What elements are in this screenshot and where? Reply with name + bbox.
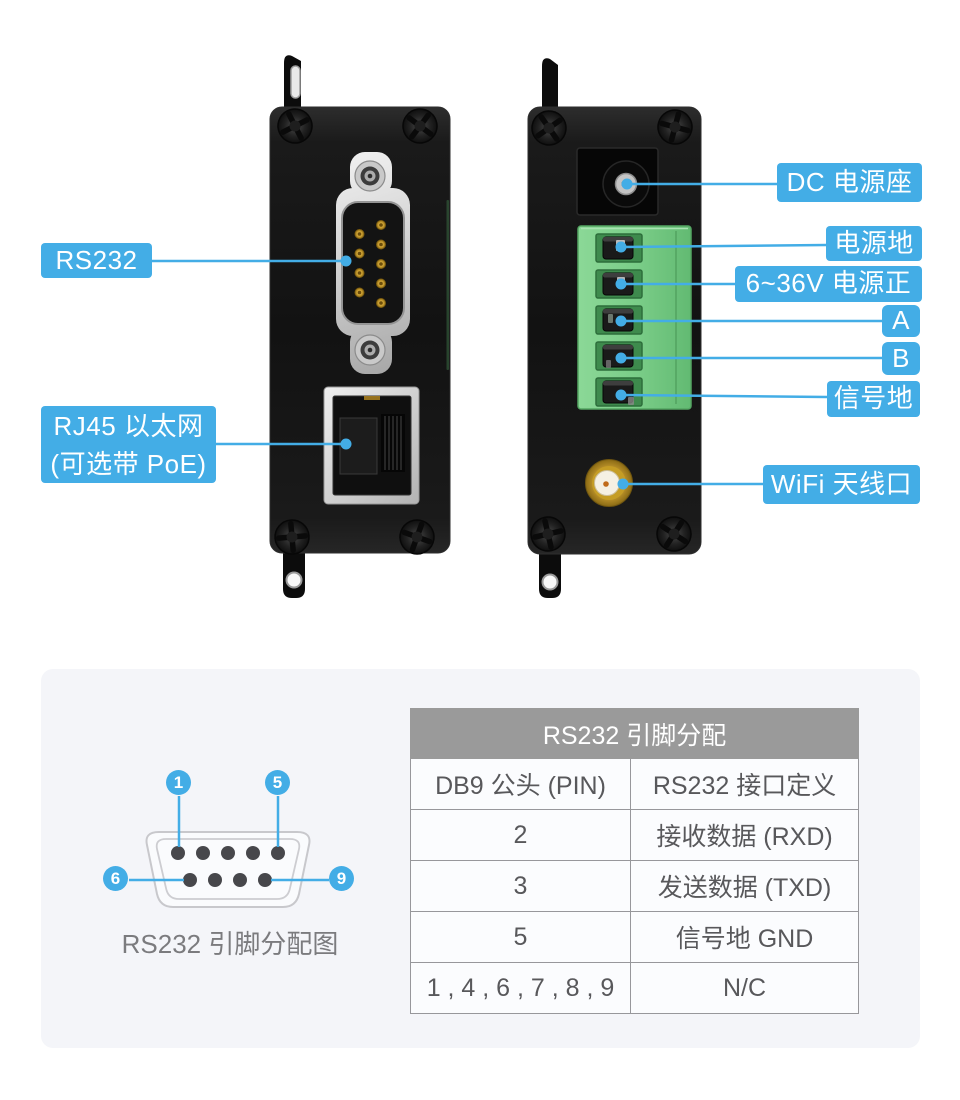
sma-antenna-connector xyxy=(585,459,633,507)
signal-cell: 接收数据 (RXD) xyxy=(629,809,860,861)
db9-connector xyxy=(336,152,410,374)
label-rj45-line2: (可选带 PoE) xyxy=(50,448,207,479)
screw xyxy=(652,104,698,150)
terminal-1 xyxy=(595,233,643,263)
rj45-port xyxy=(323,386,420,505)
label-rs232-text: RS232 xyxy=(55,244,138,275)
label-dc-power-jack: DC 电源座 xyxy=(777,163,922,202)
screw xyxy=(529,108,568,147)
label-power-positive: 6~36V 电源正 xyxy=(735,266,922,302)
mounting-ear-top-left xyxy=(542,58,558,108)
terminal-3 xyxy=(595,305,643,335)
label-wifi-antenna-text: WiFi 天线口 xyxy=(770,468,913,499)
left-panel-body xyxy=(269,106,451,554)
pin-cell: 1 , 4 , 6 , 7 , 8 , 9 xyxy=(410,962,631,1014)
table-header-row: DB9 公头 (PIN) RS232 接口定义 xyxy=(410,758,860,810)
pin-cell: 3 xyxy=(410,860,631,912)
mounting-ear-top-left xyxy=(284,55,301,108)
pin-table-title: RS232 引脚分配 xyxy=(409,708,860,759)
table-row: 3 发送数据 (TXD) xyxy=(410,860,860,912)
screw xyxy=(274,105,317,148)
pin-badge-5: 5 xyxy=(265,770,290,795)
label-terminal-a: A xyxy=(882,305,920,337)
rs232-pin-table: RS232 引脚分配 DB9 公头 (PIN) RS232 接口定义 2 接收数… xyxy=(409,708,860,1014)
screw xyxy=(654,514,694,554)
right-panel-body xyxy=(527,106,702,555)
jackscrew-standoff-top xyxy=(354,160,386,192)
callout-dots xyxy=(340,178,633,490)
terminal-block xyxy=(577,225,692,410)
header-cell-db9: DB9 公头 (PIN) xyxy=(410,758,631,810)
label-wifi-antenna: WiFi 天线口 xyxy=(763,465,920,504)
dc-jack xyxy=(576,147,659,216)
screw xyxy=(525,511,572,558)
db9-pins xyxy=(354,219,387,309)
table-title-row: RS232 引脚分配 xyxy=(409,708,860,759)
table-row: 5 信号地 GND xyxy=(410,911,860,963)
pin-cell: 2 xyxy=(410,809,631,861)
signal-cell: N/C xyxy=(629,962,860,1014)
mounting-ear-bottom-left xyxy=(539,552,561,598)
label-power-ground-text: 电源地 xyxy=(834,227,914,258)
db9-shell xyxy=(341,201,405,325)
label-power-ground: 电源地 xyxy=(826,226,922,261)
label-rs232: RS232 xyxy=(41,243,152,278)
label-terminal-a-text: A xyxy=(892,305,910,336)
label-power-positive-text: 6~36V 电源正 xyxy=(745,268,912,299)
screw xyxy=(268,513,316,561)
label-signal-ground-text: 信号地 xyxy=(833,383,914,414)
pin-cell: 5 xyxy=(410,911,631,963)
pin-badge-1: 1 xyxy=(166,770,191,795)
header-cell-rs232: RS232 接口定义 xyxy=(629,758,860,810)
label-rj45-ethernet: RJ45 以太网 (可选带 PoE) xyxy=(41,406,216,483)
screw xyxy=(394,514,439,559)
terminal-2 xyxy=(595,269,643,299)
label-terminal-b: B xyxy=(882,342,920,375)
pin-diagram-caption: RS232 引脚分配图 xyxy=(121,929,339,959)
screw xyxy=(401,107,439,145)
left-panel xyxy=(268,55,451,598)
table-row: 2 接收数据 (RXD) xyxy=(410,809,860,861)
signal-cell: 发送数据 (TXD) xyxy=(629,860,860,912)
pin-badge-9: 9 xyxy=(329,866,354,891)
label-dc-power-text: DC 电源座 xyxy=(786,166,913,197)
jackscrew-standoff-bottom xyxy=(354,334,386,366)
table-row: 1 , 4 , 6 , 7 , 8 , 9 N/C xyxy=(410,962,860,1014)
signal-cell: 信号地 GND xyxy=(629,911,860,963)
terminal-5 xyxy=(595,377,643,407)
right-panel xyxy=(525,58,702,598)
label-rj45-line1: RJ45 以太网 xyxy=(53,410,204,441)
pin-badge-6: 6 xyxy=(103,866,128,891)
mounting-ear-bottom-left xyxy=(283,551,305,598)
label-signal-ground: 信号地 xyxy=(827,381,920,417)
callout-lines xyxy=(152,182,882,486)
terminal-4 xyxy=(595,341,643,371)
label-terminal-b-text: B xyxy=(892,342,910,373)
pcb-edge xyxy=(446,200,449,370)
